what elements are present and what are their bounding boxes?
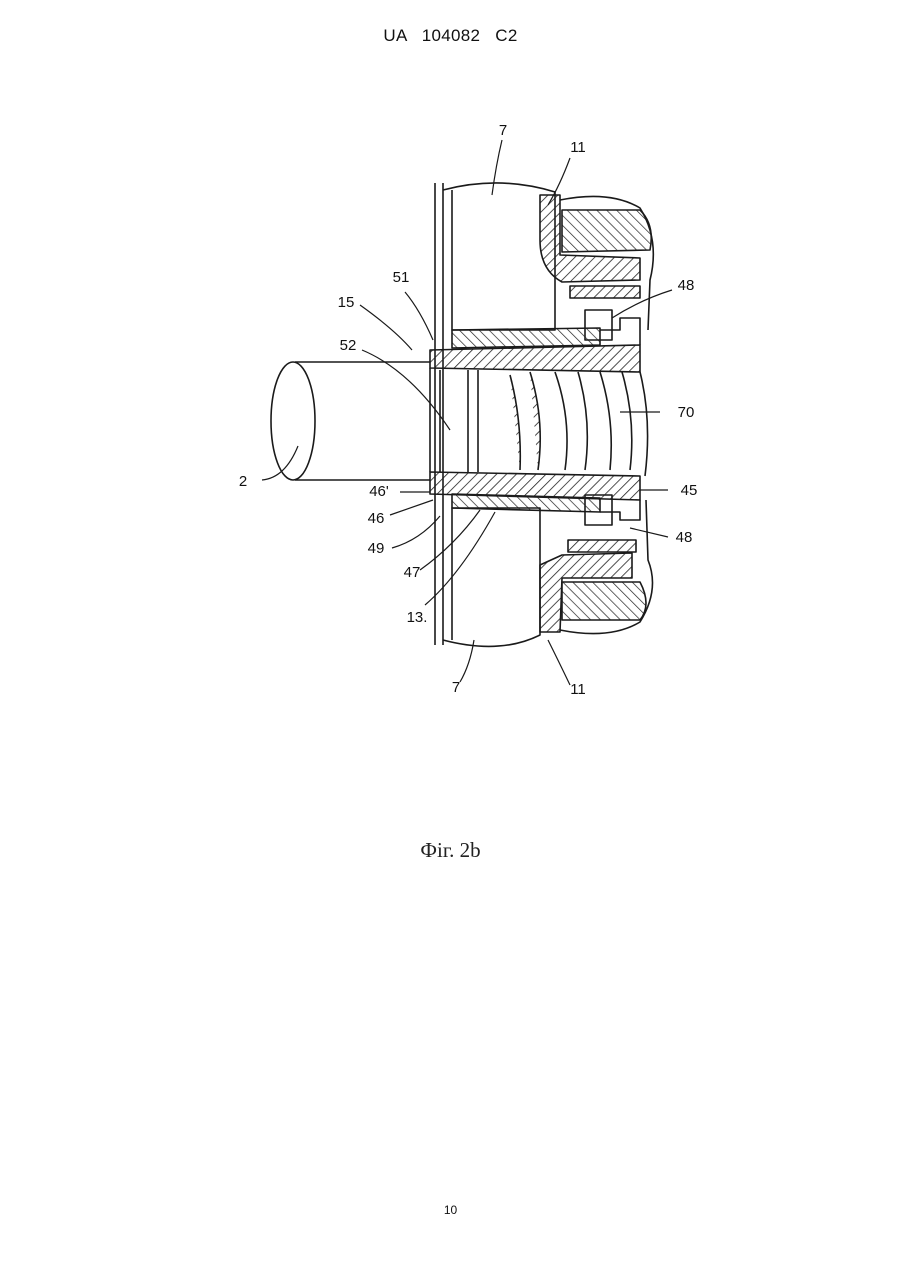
upper-rib-7 <box>443 183 555 330</box>
label-7-top: 7 <box>499 122 507 139</box>
lower-flange-47 <box>452 494 600 512</box>
label-51: 51 <box>393 269 410 286</box>
lower-bearing-block <box>562 582 646 620</box>
lower-rib-7 <box>443 508 540 646</box>
thread-turn-1 <box>510 372 540 470</box>
upper-bearing-block <box>562 210 651 252</box>
label-7-bottom: 7 <box>452 679 460 696</box>
figure-caption: Фіг. 2b <box>0 838 901 863</box>
upper-flange-47 <box>452 328 600 348</box>
label-13: 13. <box>407 609 428 626</box>
label-48-bottom: 48 <box>676 529 693 546</box>
label-11-top: 11 <box>570 139 586 156</box>
label-49: 49 <box>368 540 385 557</box>
label-52: 52 <box>340 337 357 354</box>
label-47: 47 <box>404 564 421 581</box>
label-15: 15 <box>338 294 355 311</box>
label-45: 45 <box>681 482 698 499</box>
page-number: 10 <box>0 1203 901 1217</box>
sleeve-upper-wall <box>430 345 640 372</box>
label-46: 46 <box>368 510 385 527</box>
label-11-bottom: 11 <box>570 681 586 698</box>
upper-ring-48 <box>570 286 640 298</box>
label-70: 70 <box>678 404 695 421</box>
label-2: 2 <box>239 473 247 490</box>
lower-ring-48 <box>568 540 636 552</box>
label-46-prime: 46' <box>369 483 389 500</box>
label-48-top: 48 <box>678 277 695 294</box>
